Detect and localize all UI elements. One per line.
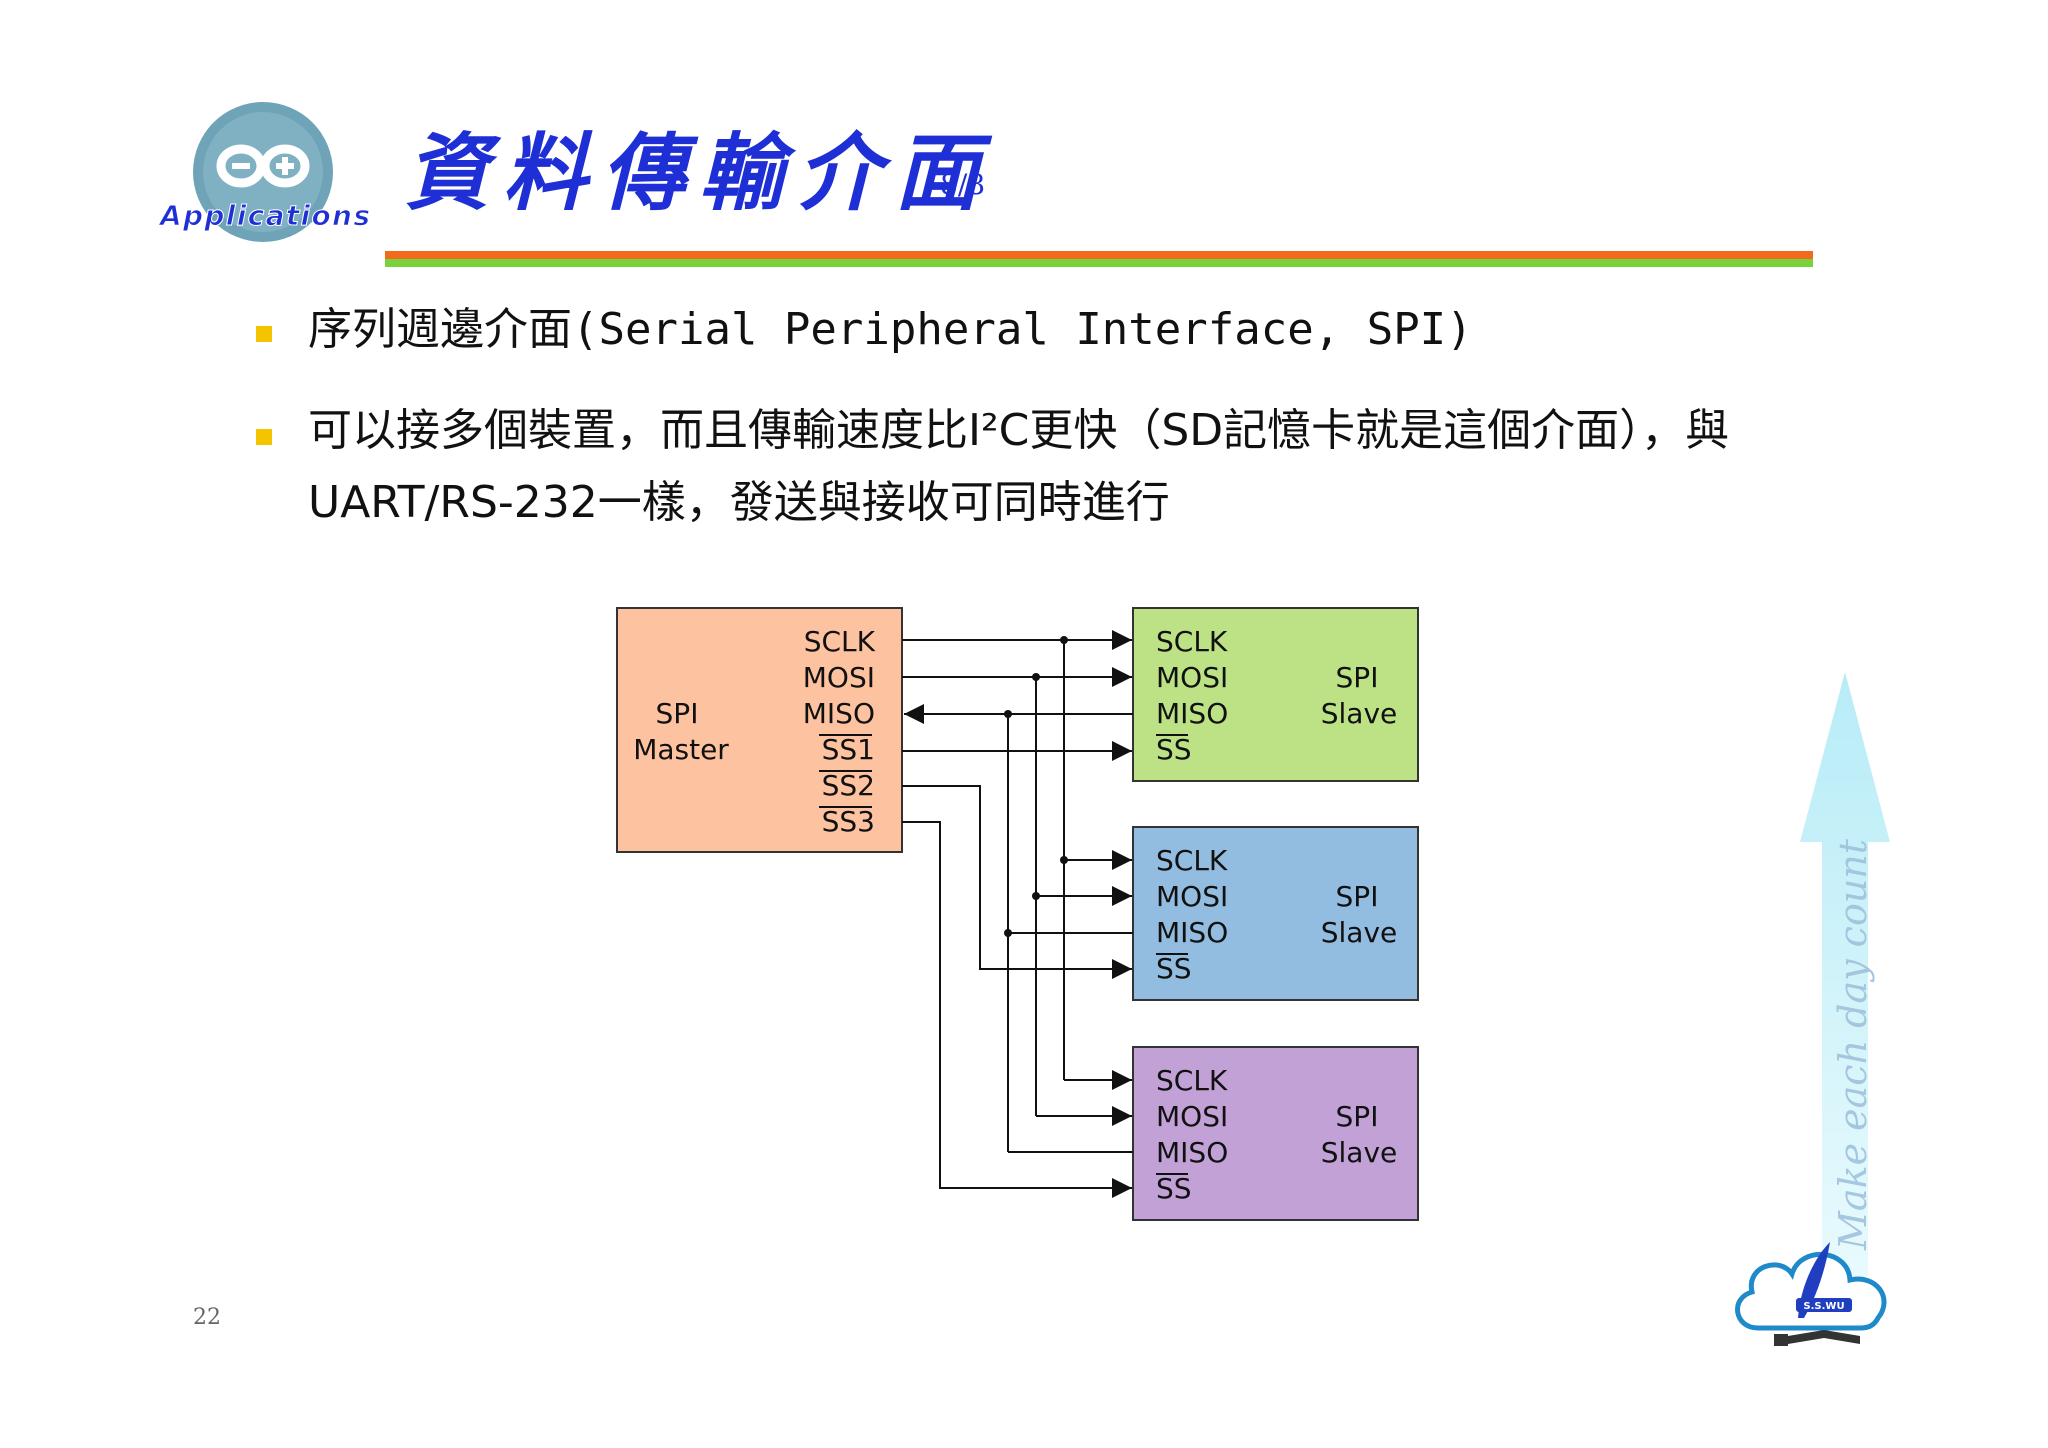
ss2-wire: [902, 785, 1132, 979]
master-pin-miso: MISO: [803, 697, 875, 730]
slave2-pin-ss: SS: [1156, 952, 1192, 985]
bullet-text-2: 可以接多個裝置，而且傳輸速度比I²C更快（SD記憶卡就是這個介面），與UART/…: [308, 405, 1730, 528]
mosi-junction-2: [1032, 892, 1040, 900]
bullet-marker-1: [256, 326, 272, 342]
master-pin-sclk: SCLK: [804, 625, 876, 658]
bullet-marker-2: [256, 429, 272, 445]
master-pin-ss3: SS3: [822, 805, 875, 838]
sclk-junction-2: [1060, 856, 1068, 864]
slave-box-3: [1132, 1046, 1419, 1221]
sclk-junction: [1060, 636, 1068, 644]
master-box: [616, 607, 903, 853]
slave2-name-line1: SPI: [1336, 880, 1379, 913]
infinity-icon: [216, 144, 310, 188]
slave1-name-line1: SPI: [1336, 661, 1379, 694]
slave2-pin-miso: MISO: [1156, 916, 1228, 949]
title-divider-green: [385, 259, 1813, 267]
slave3-pin-miso: MISO: [1156, 1136, 1228, 1169]
page-number: 22: [193, 1305, 221, 1330]
miso-junction-2: [1004, 929, 1012, 937]
slave1-pin-miso: MISO: [1156, 697, 1228, 730]
slave-box-2: [1132, 826, 1419, 1001]
mosi-junction: [1032, 673, 1040, 681]
slave3-name-line2: Slave: [1321, 1136, 1398, 1169]
slave2-pin-mosi: MOSI: [1156, 880, 1228, 913]
slave2-pin-sclk: SCLK: [1156, 844, 1228, 877]
slave3-pin-ss: SS: [1156, 1172, 1192, 1205]
master-pin-ss1: SS1: [822, 733, 875, 766]
watermark-arrow: Make each day count: [1800, 672, 1890, 1276]
slave3-pin-sclk: SCLK: [1156, 1064, 1228, 1097]
slave1-name-line2: Slave: [1321, 697, 1398, 730]
slave2-name-line2: Slave: [1321, 916, 1398, 949]
master-pin-ss2: SS2: [822, 769, 875, 802]
title-divider-orange: [385, 251, 1813, 259]
master-name-line1: SPI: [656, 697, 699, 730]
slave1-pin-mosi: MOSI: [1156, 661, 1228, 694]
applications-logo: Applications: [158, 102, 371, 242]
cloud-badge-logo: S.S.WU: [1735, 1242, 1887, 1346]
master-name-line2: Master: [633, 733, 729, 766]
slave-box-1: [1132, 607, 1419, 782]
badge-text: S.S.WU: [1803, 1301, 1844, 1312]
book-icon: [1788, 1330, 1860, 1344]
slave1-pin-sclk: SCLK: [1156, 625, 1228, 658]
miso-junction: [1004, 710, 1012, 718]
slide-page-count: 8/8: [940, 168, 986, 201]
logo-text: Applications: [158, 199, 370, 232]
master-pin-mosi: MOSI: [803, 661, 875, 694]
watermark-text: Make each day count: [1831, 838, 1875, 1251]
slave3-pin-mosi: MOSI: [1156, 1100, 1228, 1133]
slave3-name-line1: SPI: [1336, 1100, 1379, 1133]
ss3-wire: [902, 821, 1132, 1198]
slave1-pin-ss: SS: [1156, 733, 1192, 766]
bullet-text-1: 序列週邊介面(Serial Peripheral Interface, SPI): [308, 304, 1473, 355]
slide-title: 資料傳輸介面: [405, 123, 994, 222]
spi-diagram: SPI Master SCLK MOSI MISO SS1 SS2 SS3 SC…: [616, 607, 1419, 1221]
